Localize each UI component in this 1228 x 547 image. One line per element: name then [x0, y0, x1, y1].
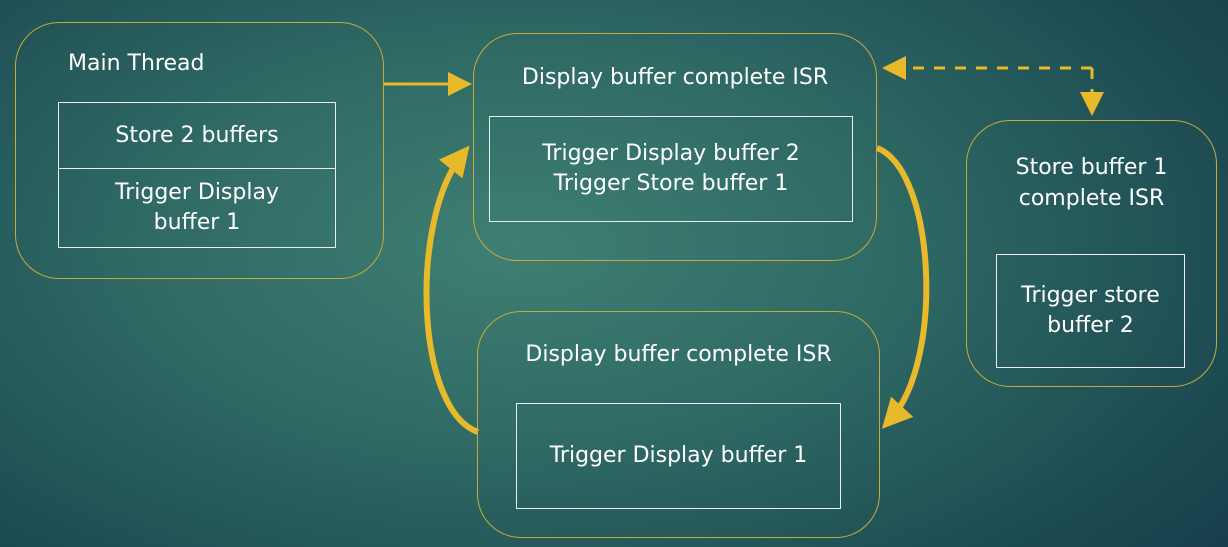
store-isr-title: Store buffer 1 complete ISR — [967, 152, 1216, 214]
store-isr-title-line2: complete ISR — [1018, 186, 1165, 211]
main-thread-title: Main Thread — [68, 51, 205, 76]
display-isr-top-panel: Display buffer complete ISR Trigger Disp… — [473, 33, 877, 261]
display-isr-bottom-title: Display buffer complete ISR — [525, 342, 832, 367]
loop-arrow-right — [875, 145, 930, 429]
display-isr-top-actions: Trigger Display buffer 2 Trigger Store b… — [489, 116, 853, 222]
step-store-buffers: Store 2 buffers — [58, 102, 336, 169]
store-isr-title-line1: Store buffer 1 — [1015, 155, 1168, 180]
main-thread-panel: Main Thread Store 2 buffers Trigger Disp… — [15, 22, 384, 279]
action-trigger-store-1: Trigger Store buffer 1 — [553, 171, 789, 196]
store-isr-panel: Store buffer 1 complete ISR Trigger stor… — [966, 120, 1217, 387]
step-trigger-display: Trigger Display buffer 1 — [58, 168, 336, 248]
action-trigger-display-2: Trigger Display buffer 2 — [542, 141, 800, 166]
display-isr-bottom-panel: Display buffer complete ISR Trigger Disp… — [477, 311, 880, 538]
display-isr-top-title: Display buffer complete ISR — [521, 65, 829, 90]
action-trigger-display-1: Trigger Display buffer 1 — [516, 403, 841, 509]
action-trigger-store-2: Trigger store buffer 2 — [996, 254, 1185, 368]
loop-arrow-left — [423, 145, 480, 435]
